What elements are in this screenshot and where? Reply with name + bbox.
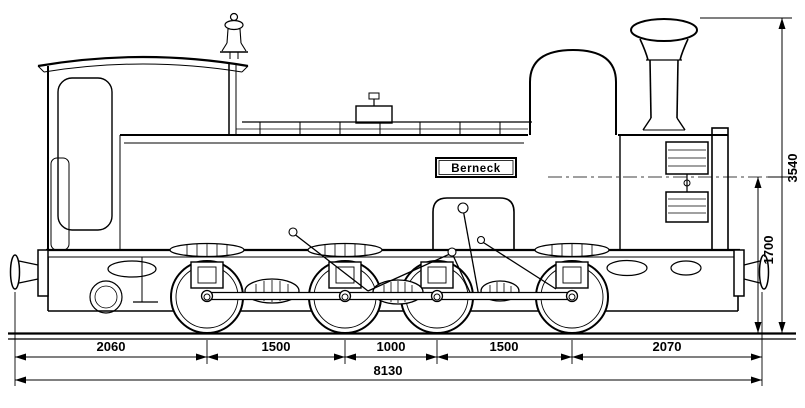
axlebox-4 (555, 261, 589, 289)
hub-4 (568, 293, 576, 301)
valve-rod-2 (367, 252, 453, 292)
axlebox-2 (328, 261, 362, 289)
rear-bunker (50, 157, 70, 251)
dim-label-boiler-height: 1700 (761, 236, 776, 265)
side-tank (120, 92, 728, 250)
hub-2 (341, 293, 349, 301)
motion-gear (200, 202, 579, 305)
dim-label-axle-1-2: 1500 (262, 339, 291, 354)
hub-3 (433, 293, 441, 301)
valve-rod-5 (480, 240, 557, 290)
dim-label-rear-overhang: 2060 (97, 339, 126, 354)
frame-cutout-left (107, 260, 157, 278)
cab-window (57, 77, 113, 231)
nameplate-text: Berneck (451, 163, 501, 175)
steam-dome (529, 48, 617, 135)
dimensions-right: 3540 1700 (700, 17, 800, 333)
valve-rod-4 (462, 208, 480, 298)
axlebox-1 (190, 261, 224, 289)
dim-label-axle-2-3: 1000 (377, 339, 406, 354)
front-lamp-lower (665, 191, 709, 223)
firebox-casing (432, 197, 515, 250)
front-buffer (733, 249, 770, 297)
air-tank-end (89, 280, 123, 314)
rail (8, 332, 796, 340)
nameplate: Berneck (435, 157, 517, 178)
dimensions-bottom: 2060 1500 1000 1500 2070 8130 (14, 292, 763, 386)
valve-rod-1 (292, 232, 369, 292)
front-lamp-upper (665, 141, 709, 175)
leaf-spring-4 (534, 242, 610, 258)
front-plate (711, 127, 729, 251)
axlebox-3 (420, 261, 454, 289)
tank-top-filler (355, 92, 393, 124)
smokebox-front (665, 127, 729, 251)
frame-cutout-right-1 (606, 259, 648, 277)
valve-rod-3 (451, 252, 474, 300)
dim-label-axle-3-4: 1500 (490, 339, 519, 354)
rear-buffer (9, 249, 49, 297)
leaf-spring-1 (169, 242, 245, 258)
frame-cutout-right-2 (670, 260, 702, 276)
hub-1 (203, 293, 211, 301)
roof-ventilator (220, 12, 248, 59)
dim-label-overall-height: 3540 (785, 154, 800, 183)
frame (46, 248, 740, 314)
cab-roof (37, 55, 249, 68)
dim-label-total-length: 8130 (374, 363, 403, 378)
coupling-rod (203, 291, 576, 301)
cab (37, 12, 249, 251)
chimney (630, 18, 698, 131)
dim-label-front-overhang: 2070 (653, 339, 682, 354)
leaf-spring-2 (307, 242, 383, 258)
